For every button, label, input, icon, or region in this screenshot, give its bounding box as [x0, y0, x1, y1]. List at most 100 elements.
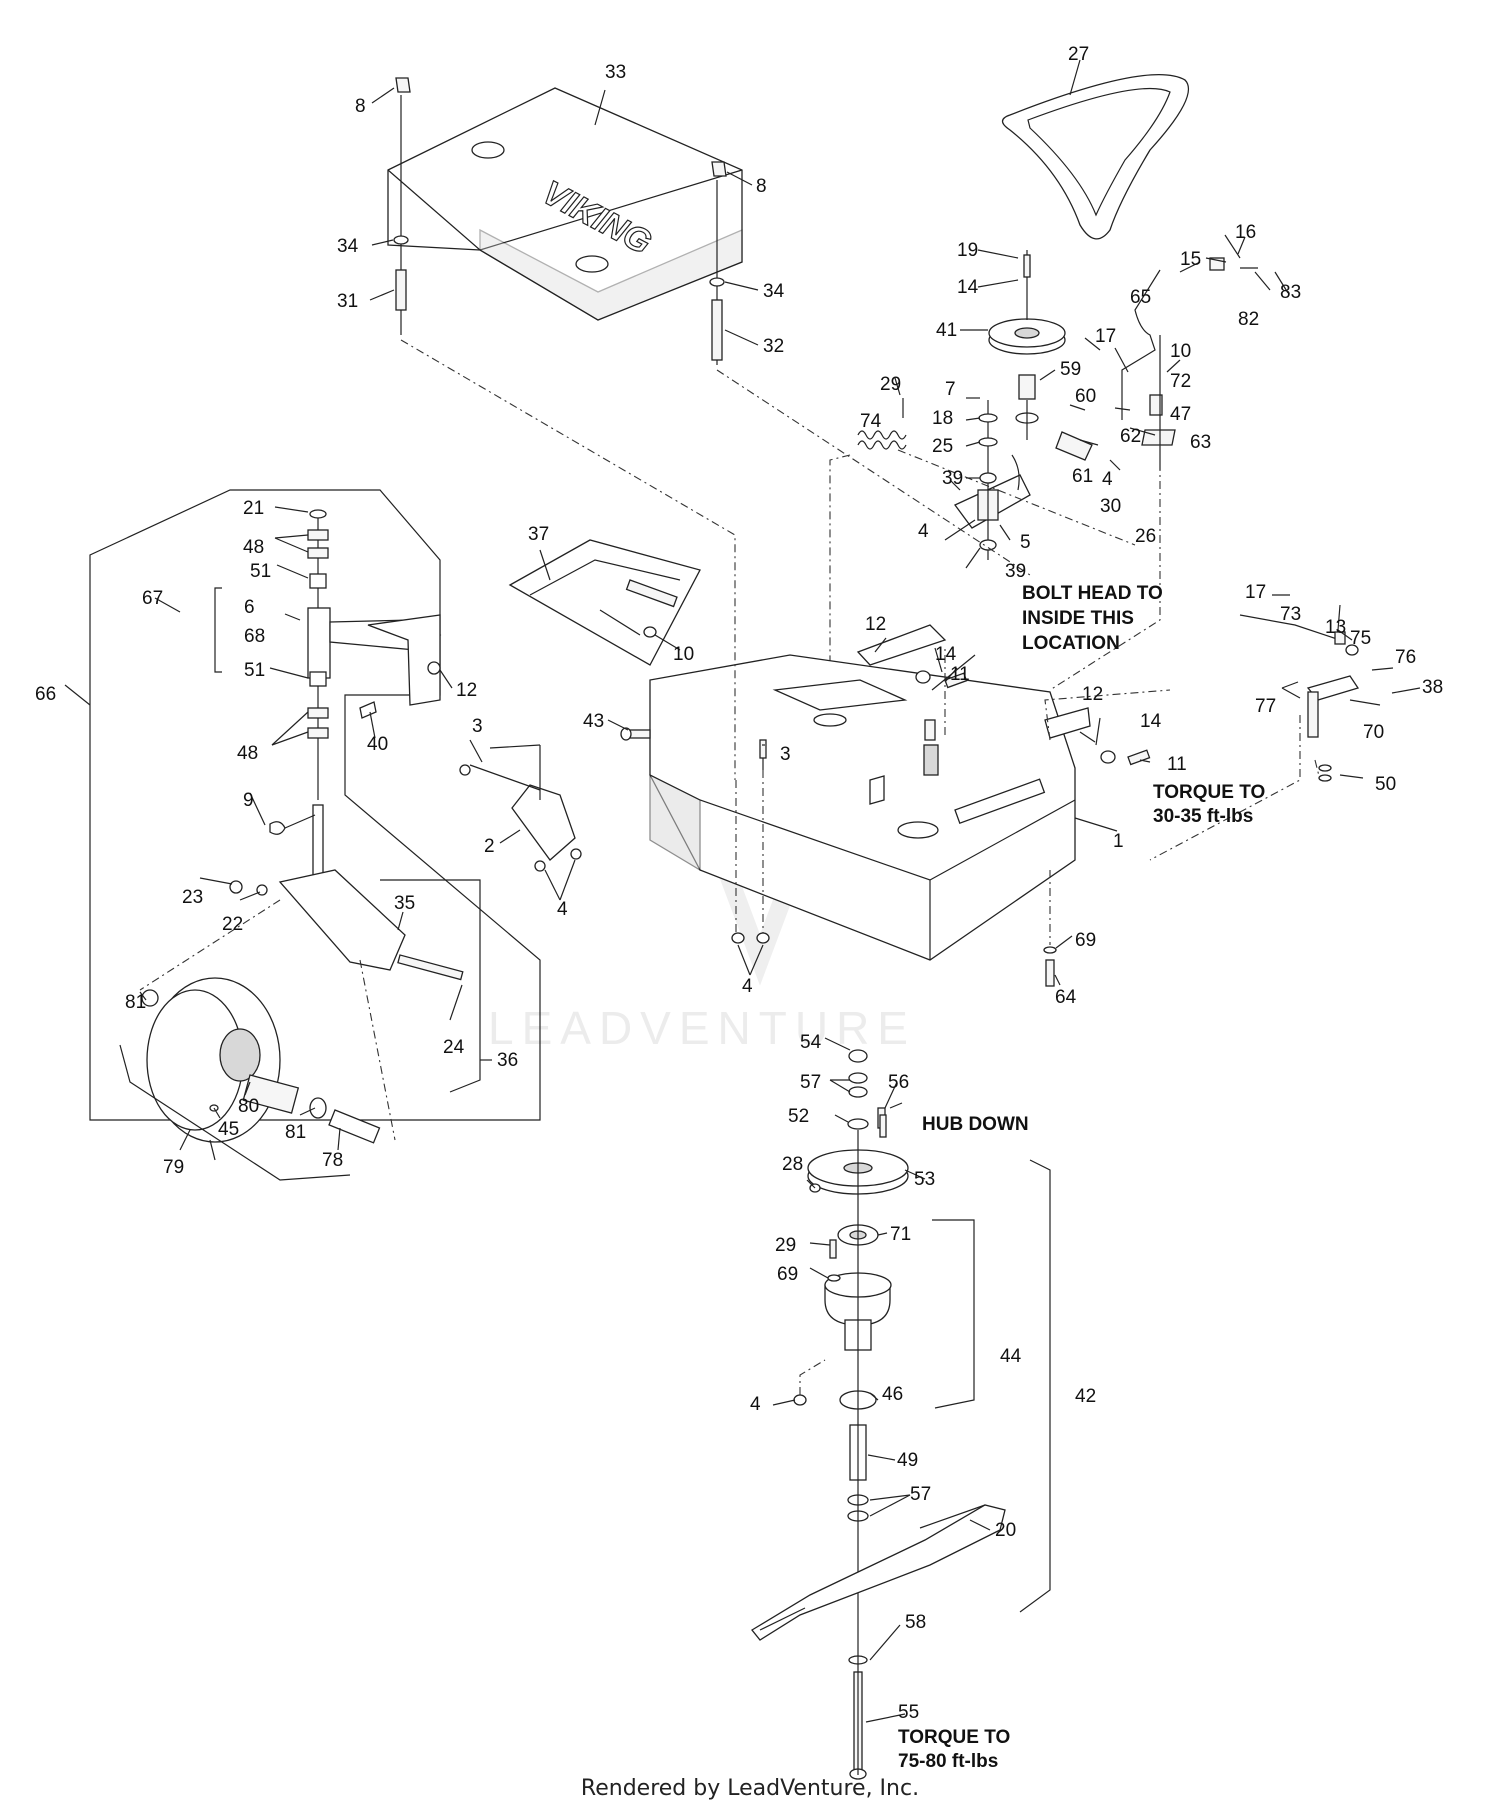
callout-5: 5	[1020, 532, 1031, 553]
callout-53: 53	[914, 1169, 935, 1190]
callout-69b: 69	[777, 1264, 798, 1285]
callout-82: 82	[1238, 309, 1259, 330]
deck-cover: VIKING	[387, 77, 743, 321]
callout-76: 76	[1395, 647, 1416, 668]
callout-4b: 4	[1102, 469, 1113, 490]
callout-52: 52	[788, 1106, 809, 1127]
callout-15: 15	[1180, 249, 1201, 270]
idler-arm	[954, 431, 1093, 529]
callout-35: 35	[394, 893, 415, 914]
callout-1: 1	[1113, 831, 1124, 852]
callout-62: 62	[1120, 426, 1141, 447]
callout-56: 56	[888, 1072, 909, 1093]
baffle	[469, 764, 576, 861]
notes: BOLT HEAD TO INSIDE THIS LOCATION TORQUE…	[898, 583, 1265, 1772]
callout-26: 26	[1135, 526, 1156, 547]
callout-11a: 11	[950, 664, 970, 685]
callout-4c: 4	[557, 899, 568, 920]
callout-29b: 29	[775, 1235, 796, 1256]
callout-16: 16	[1235, 222, 1256, 243]
callout-8b: 8	[756, 176, 767, 197]
mower-deck	[649, 624, 1091, 961]
callout-29a: 29	[880, 374, 901, 395]
callout-77: 77	[1255, 696, 1276, 717]
callout-4d: 4	[742, 976, 753, 997]
callout-13: 13	[1325, 617, 1346, 638]
mower-blade	[751, 1504, 1006, 1641]
callout-2: 2	[484, 836, 495, 857]
note-bolt-head-3: LOCATION	[1022, 633, 1120, 654]
note-torque-deck-2: 30-35 ft-lbs	[1153, 806, 1253, 827]
callout-45: 45	[218, 1119, 239, 1140]
callout-81b: 81	[285, 1122, 306, 1143]
note-bolt-head-2: INSIDE THIS	[1022, 608, 1134, 629]
callout-47: 47	[1170, 404, 1191, 425]
callout-64: 64	[1055, 987, 1077, 1008]
callout-54: 54	[800, 1032, 822, 1053]
callout-4e: 4	[750, 1394, 761, 1415]
lever-bracket	[1306, 675, 1360, 738]
callout-28: 28	[782, 1154, 803, 1175]
watermark-text: LEADVENTURE	[488, 1002, 916, 1054]
callout-73: 73	[1280, 604, 1301, 625]
caster-assembly-frame	[89, 489, 541, 1121]
callout-27: 27	[1068, 44, 1089, 65]
drive-belt	[1001, 74, 1190, 240]
note-torque-blade-1: TORQUE TO	[898, 1727, 1010, 1748]
note-torque-deck-1: TORQUE TO	[1153, 782, 1265, 803]
callout-38: 38	[1422, 677, 1443, 698]
callout-23: 23	[182, 887, 203, 908]
callout-66: 66	[35, 684, 56, 705]
callouts: 8 33 8 34 31 34 32 27 19 14 41 29 74 7 1…	[35, 44, 1443, 1723]
callout-7: 7	[945, 379, 956, 400]
callout-12b: 12	[1082, 684, 1103, 705]
idler-pulley	[988, 250, 1066, 440]
callout-33: 33	[605, 62, 626, 83]
callout-37: 37	[528, 524, 549, 545]
callout-14c: 14	[1140, 711, 1162, 732]
callout-67: 67	[142, 588, 163, 609]
caster-spindle	[278, 509, 442, 971]
callout-80: 80	[238, 1096, 259, 1117]
callout-43: 43	[583, 711, 604, 732]
callout-42: 42	[1075, 1386, 1096, 1407]
callout-79: 79	[163, 1157, 184, 1178]
callout-10b: 10	[673, 644, 694, 665]
callout-65: 65	[1130, 287, 1151, 308]
bolt-31	[395, 269, 407, 311]
linkage-rod	[1121, 257, 1258, 446]
callout-30: 30	[1100, 496, 1121, 517]
callout-72: 72	[1170, 371, 1191, 392]
callout-61: 61	[1072, 466, 1093, 487]
callout-51b: 51	[244, 660, 265, 681]
callout-75: 75	[1350, 628, 1371, 649]
callout-63: 63	[1190, 432, 1211, 453]
callout-34b: 34	[763, 281, 785, 302]
callout-17b: 17	[1245, 582, 1266, 603]
callout-3a: 3	[780, 744, 791, 765]
callout-68: 68	[244, 626, 265, 647]
callout-11b: 11	[1167, 754, 1187, 775]
callout-70: 70	[1363, 722, 1384, 743]
callout-24: 24	[443, 1037, 465, 1058]
callout-60: 60	[1075, 386, 1096, 407]
callout-9: 9	[243, 790, 254, 811]
callout-57a: 57	[800, 1072, 821, 1093]
callout-34a: 34	[337, 236, 359, 257]
callout-41: 41	[936, 320, 957, 341]
callout-6: 6	[244, 597, 255, 618]
spring	[857, 430, 907, 450]
callout-32: 32	[763, 336, 784, 357]
callout-3b: 3	[472, 716, 483, 737]
callout-40: 40	[367, 734, 388, 755]
callout-8a: 8	[355, 96, 366, 117]
callout-12c: 12	[456, 680, 477, 701]
callout-44: 44	[1000, 1346, 1022, 1367]
callout-17a: 17	[1095, 326, 1116, 347]
callout-10a: 10	[1170, 341, 1191, 362]
callout-21: 21	[243, 498, 264, 519]
callout-18: 18	[932, 408, 953, 429]
callout-20: 20	[995, 1520, 1016, 1541]
callout-39b: 39	[1005, 561, 1026, 582]
